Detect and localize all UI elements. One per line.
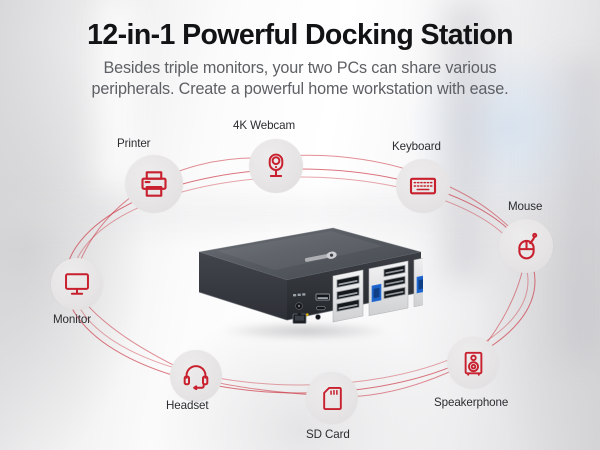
subtitle-line-2: peripherals. Create a powerful home work…	[91, 80, 509, 98]
subtitle-line-1: Besides triple monitors, your two PCs ca…	[103, 58, 497, 77]
peripheral-label-webcam: 4K Webcam	[233, 119, 296, 132]
header: 12-in-1 Powerful Docking Station Besides…	[0, 0, 600, 100]
monitor-bubble	[51, 258, 103, 310]
peripheral-label-speakerphone: Speakerphone	[434, 396, 509, 409]
docking-station-device	[183, 222, 454, 346]
webcam-icon	[268, 153, 284, 178]
port-panel-3	[413, 251, 454, 308]
mouse-bubble	[499, 219, 553, 273]
keyboard-icon	[409, 177, 437, 195]
peripheral-label-keyboard: Keyboard	[392, 140, 441, 153]
peripheral-label-sdcard: SD Card	[306, 428, 350, 441]
device-shadow	[187, 318, 423, 344]
peripheral-label-mouse: Mouse	[508, 200, 543, 213]
keyboard-bubble	[396, 159, 450, 213]
printer-bubble	[125, 155, 183, 213]
printer-icon	[141, 171, 167, 197]
port-panel-1	[332, 269, 364, 323]
peripheral-label-printer: Printer	[117, 137, 151, 150]
brand-logo	[304, 251, 337, 262]
peripheral-label-headset: Headset	[166, 399, 209, 412]
page-subtitle: Besides triple monitors, your two PCs ca…	[38, 58, 562, 101]
rear-port-group	[292, 293, 330, 324]
monitor-icon	[65, 273, 89, 295]
headset-icon	[183, 365, 209, 390]
speakerphone-bubble	[447, 337, 499, 389]
mouse-icon	[517, 232, 537, 259]
webcam-bubble	[249, 139, 303, 193]
peripheral-label-monitor: Monitor	[53, 313, 91, 326]
port-panel-2	[368, 260, 409, 317]
headset-bubble	[170, 350, 222, 402]
sdcard-bubble	[306, 372, 358, 424]
speaker-icon	[464, 351, 482, 376]
page-title: 12-in-1 Powerful Docking Station	[87, 19, 513, 51]
sd-card-icon	[322, 386, 342, 410]
